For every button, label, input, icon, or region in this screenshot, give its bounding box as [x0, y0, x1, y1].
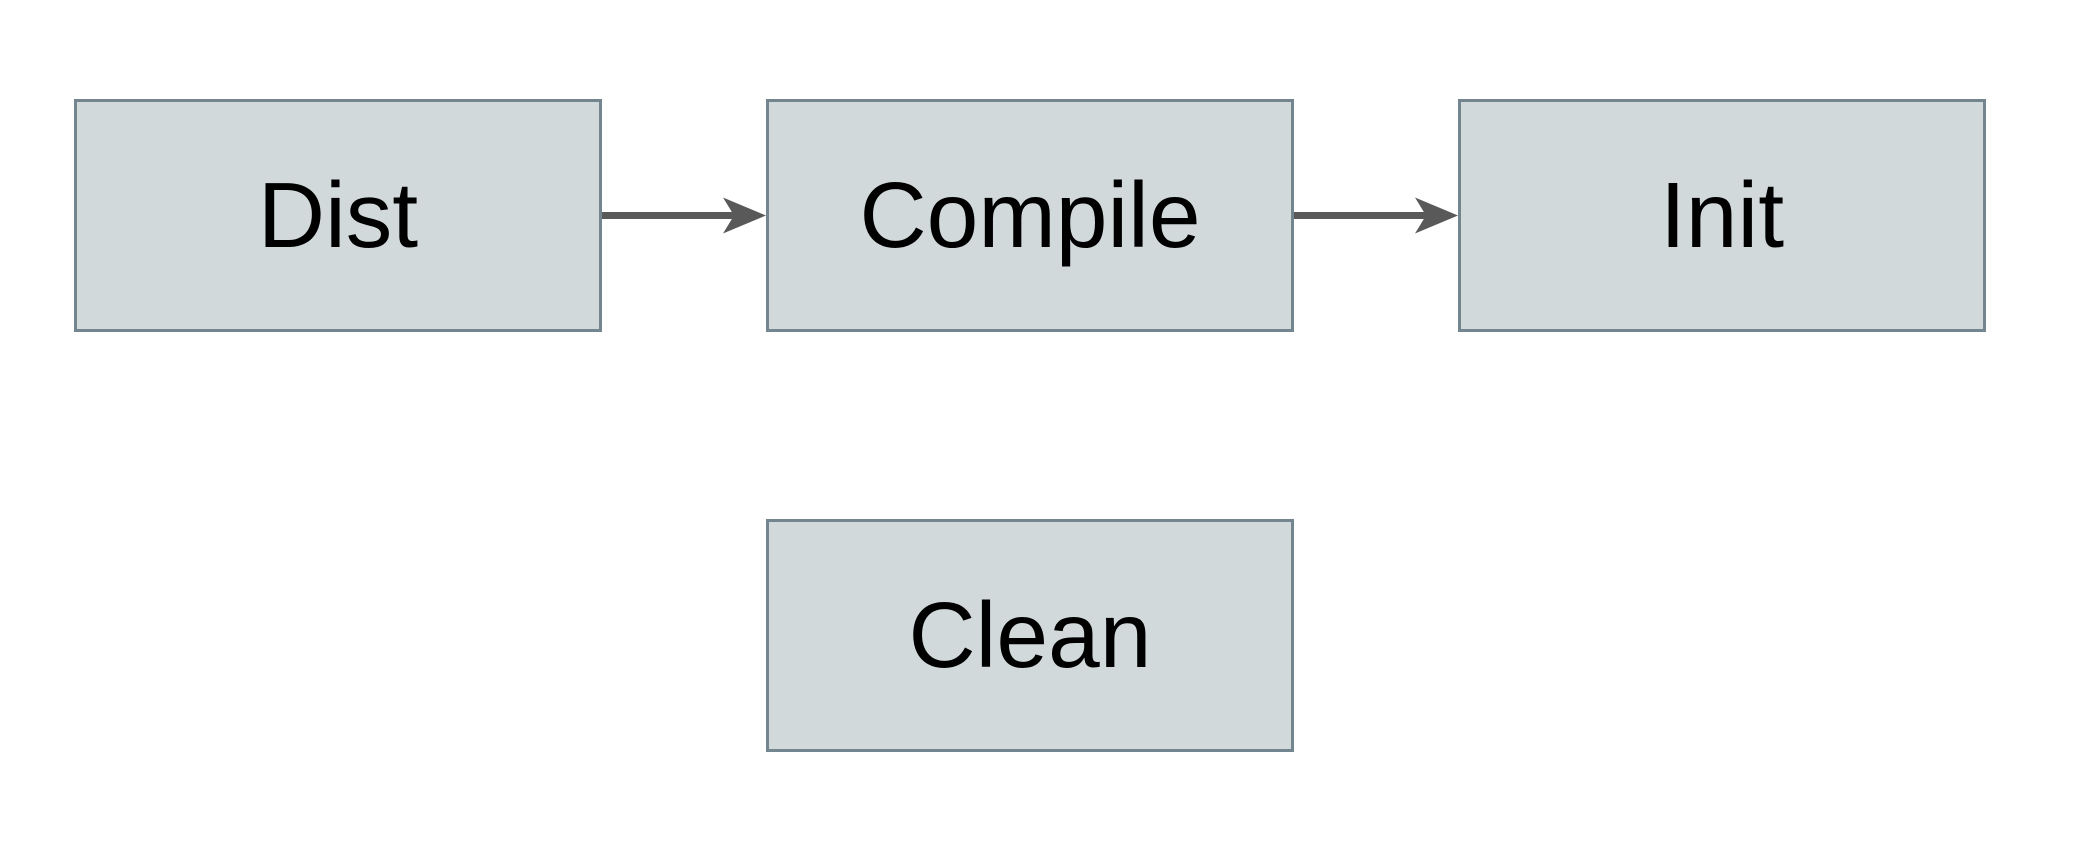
node-init-label: Init [1659, 163, 1785, 267]
node-dist: Dist [74, 99, 602, 332]
node-clean-label: Clean [908, 583, 1152, 687]
arrow-dist-to-compile [602, 197, 766, 234]
node-clean: Clean [766, 519, 1294, 752]
node-init: Init [1458, 99, 1986, 332]
node-compile-label: Compile [859, 163, 1201, 267]
arrow-compile-to-init [1294, 197, 1458, 234]
node-compile: Compile [766, 99, 1294, 332]
node-dist-label: Dist [257, 163, 419, 267]
